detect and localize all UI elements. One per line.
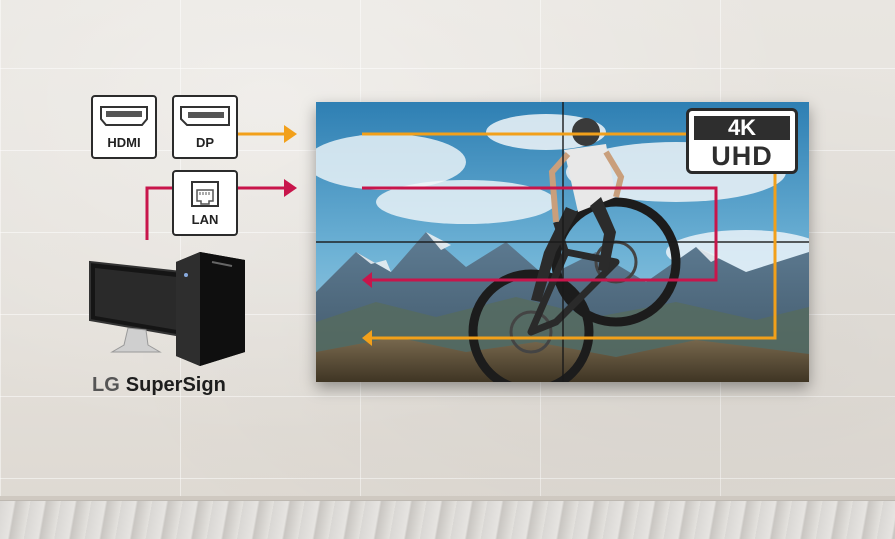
brand-name: SuperSign [126,374,226,396]
brand-logo: LG SuperSign [92,374,226,397]
monitor-icon [90,262,182,352]
pc-tower-icon [176,252,245,366]
brand-prefix: LG [92,374,120,396]
